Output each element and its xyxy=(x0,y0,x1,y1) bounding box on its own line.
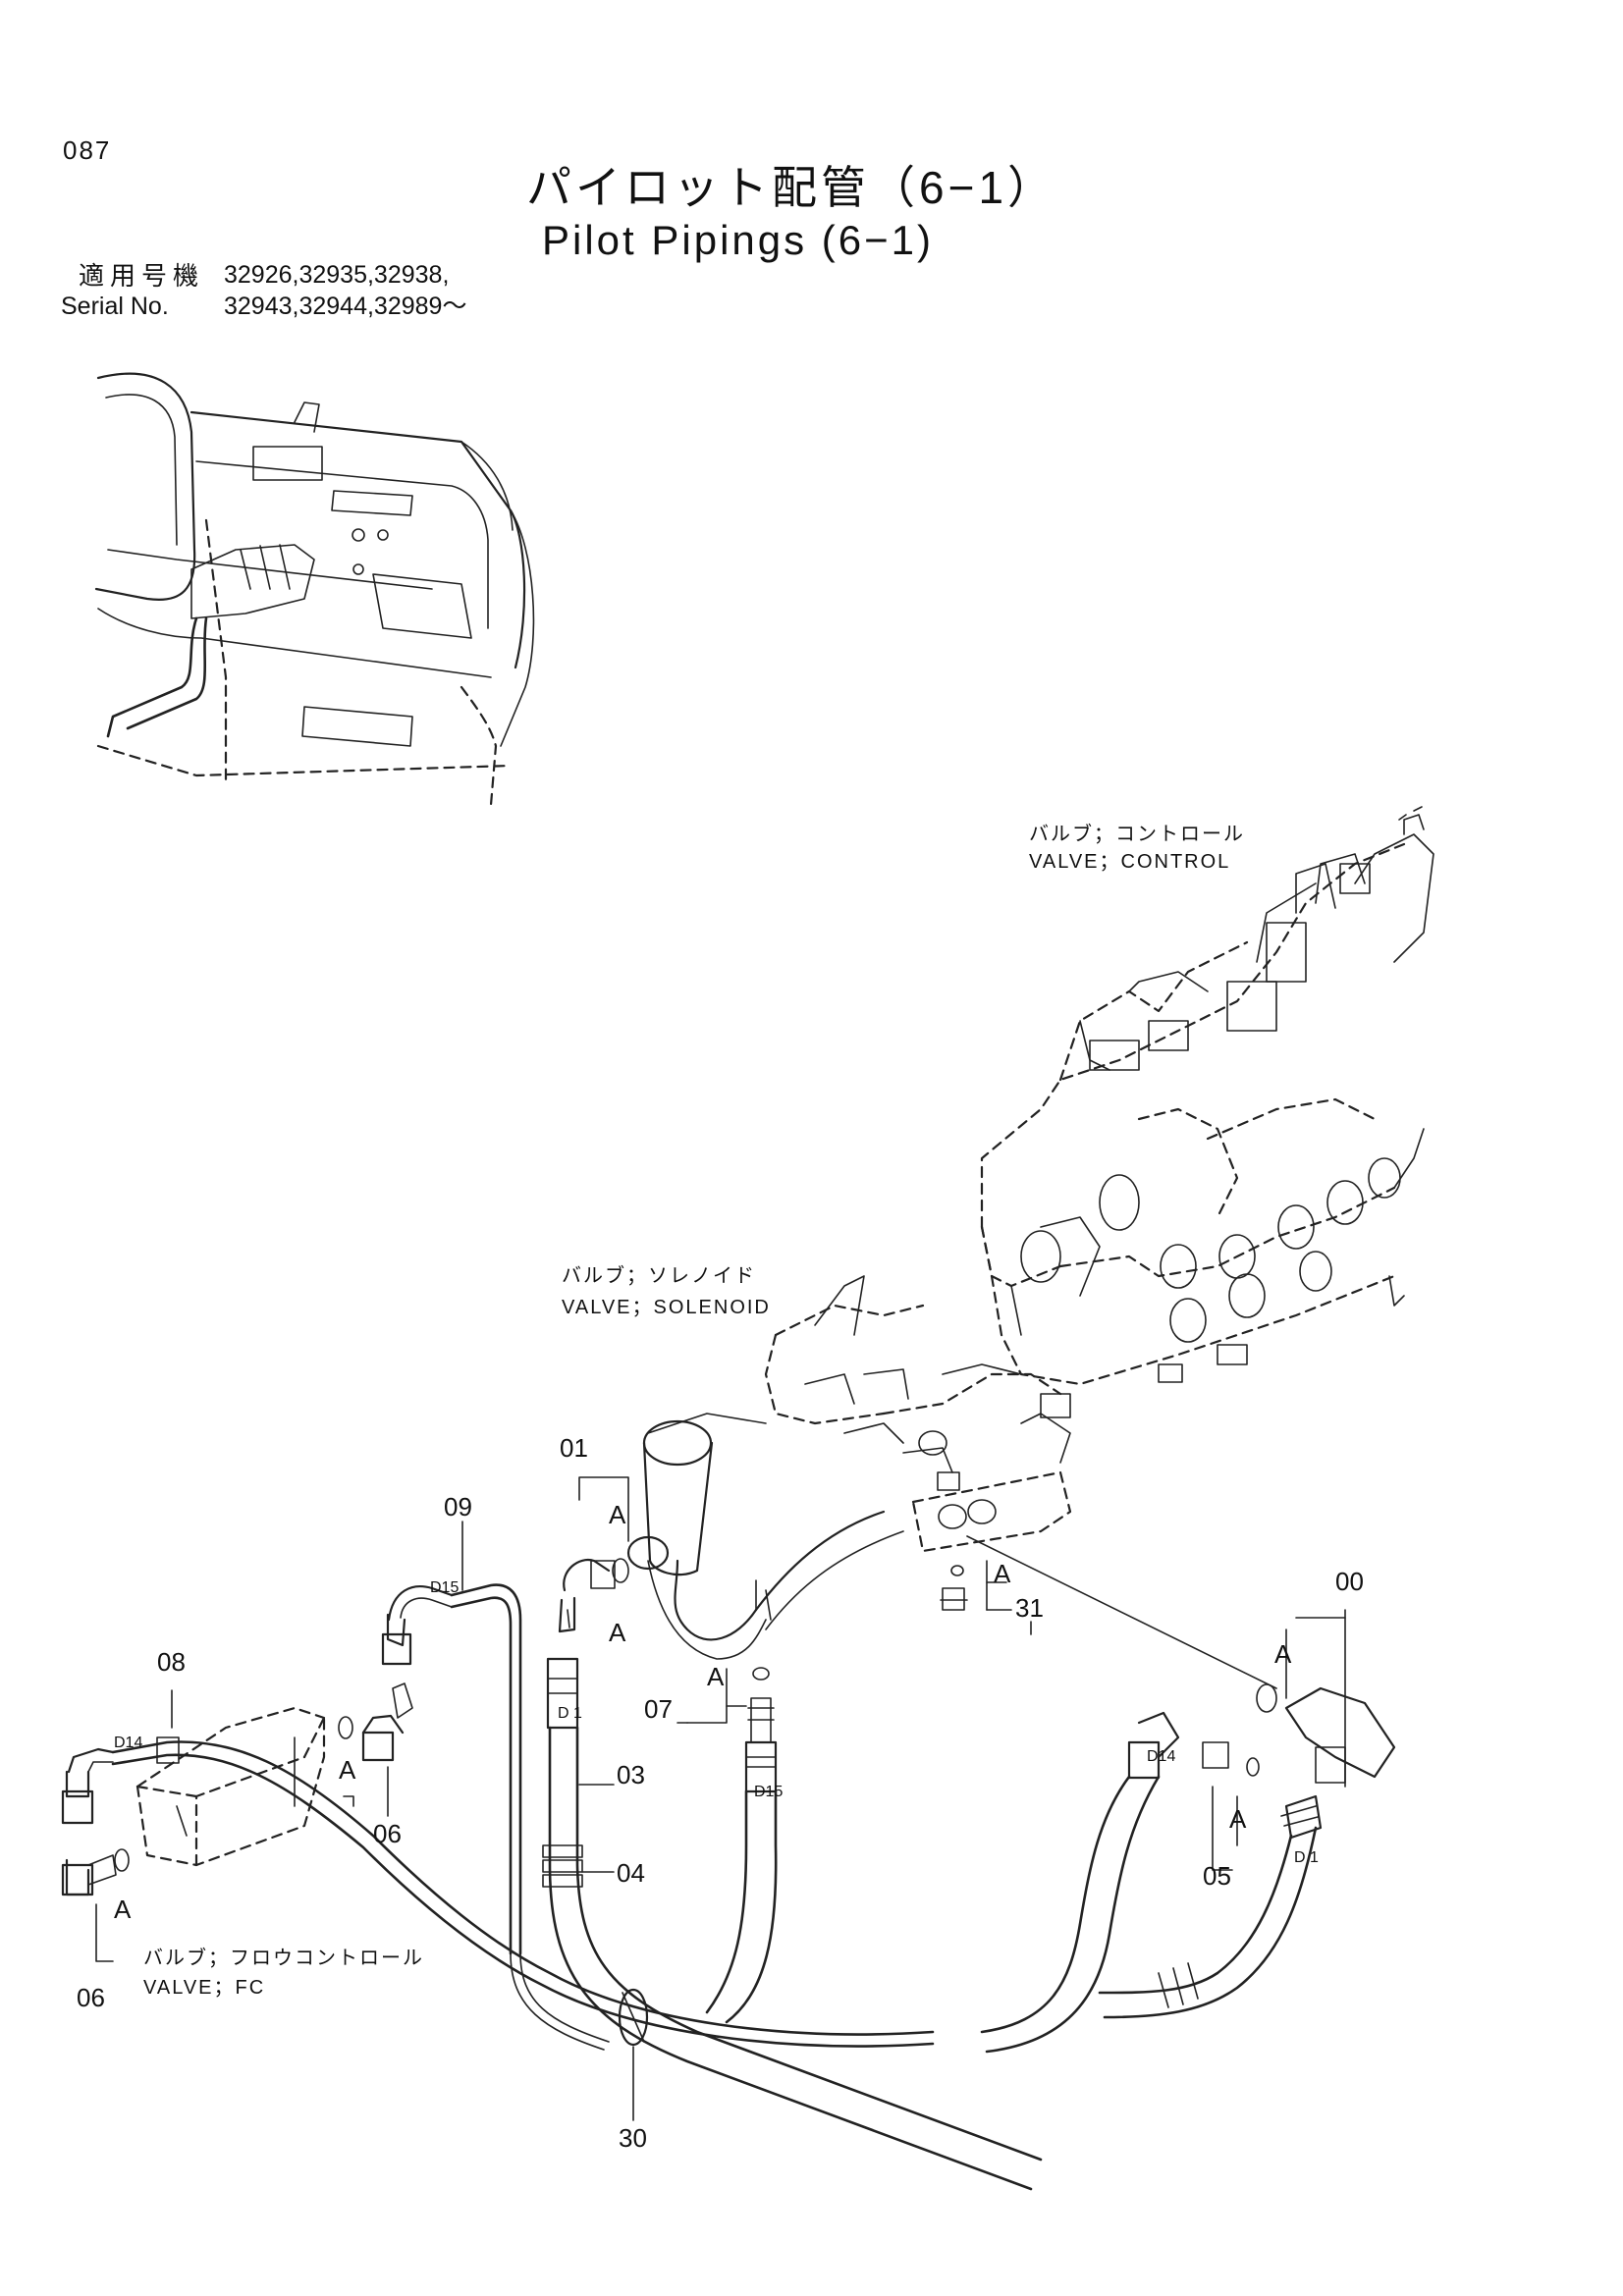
part-number-04: 04 xyxy=(617,1858,645,1888)
serial-numbers-line-2: 32943,32944,32989～ xyxy=(224,293,467,320)
control-valve-label-english: VALVE；CONTROL xyxy=(1029,851,1231,873)
callout-a-00: A xyxy=(1274,1639,1292,1669)
part-number-30: 30 xyxy=(619,2123,647,2153)
hose-tag-d15-mid: D15 xyxy=(754,1784,784,1800)
part-number-31: 31 xyxy=(1015,1593,1044,1623)
callout-a-01: A xyxy=(609,1500,626,1529)
hose-assembly-drawing xyxy=(61,1535,1396,2191)
part-number-05: 05 xyxy=(1203,1861,1231,1891)
callout-a-05: A xyxy=(1229,1804,1247,1834)
machine-overview-drawing xyxy=(94,372,535,807)
control-valve-drawing xyxy=(980,806,1434,1386)
hose-tag-d15-top: D15 xyxy=(430,1579,460,1596)
solenoid-valve-label-english: VALVE；SOLENOID xyxy=(562,1297,771,1318)
hose-tag-d14-right: D14 xyxy=(1147,1748,1176,1765)
callout-a-06-upper: A xyxy=(339,1755,356,1785)
hose-tag-d1-right: D 1 xyxy=(1294,1849,1319,1866)
callout-a-07: A xyxy=(707,1662,725,1691)
part-number-09: 09 xyxy=(444,1492,472,1522)
part-number-06-upper: 06 xyxy=(373,1819,402,1848)
page-number: 087 xyxy=(63,135,112,165)
callout-a-06-lower: A xyxy=(114,1895,132,1924)
fc-valve-label-english: VALVE；FC xyxy=(143,1977,266,1999)
control-valve-label-japanese: バルブ；コントロール xyxy=(1029,824,1245,845)
part-number-06-lower: 06 xyxy=(77,1983,105,2012)
serial-numbers-line-1: 32926,32935,32938, xyxy=(224,261,450,289)
fc-valve-label-japanese: バルブ；フロウコントロール xyxy=(143,1948,424,1969)
hose-tag-d14-left: D14 xyxy=(114,1735,143,1751)
callout-a-31: A xyxy=(994,1559,1011,1588)
solenoid-valve-label-japanese: バルブ；ソレノイド xyxy=(562,1265,756,1287)
serial-label-japanese: 適用号機 xyxy=(79,261,205,291)
serial-label-english: Serial No. xyxy=(61,293,169,320)
fc-valve-drawing xyxy=(135,1706,326,1867)
hose-tag-d1-center: D 1 xyxy=(558,1705,582,1722)
part-number-07: 07 xyxy=(644,1694,673,1724)
callout-a-01-oring: A xyxy=(609,1618,626,1647)
leader-lines xyxy=(95,1476,1346,2121)
page-title-japanese: パイロット配管（6−1） xyxy=(526,162,1057,213)
part-number-01: 01 xyxy=(560,1433,588,1463)
part-number-08: 08 xyxy=(157,1647,186,1677)
part-number-03: 03 xyxy=(617,1760,645,1789)
solenoid-valve-drawing xyxy=(642,1275,1072,1660)
part-number-00: 00 xyxy=(1335,1567,1364,1596)
page-title-english: Pilot Pipings (6−1) xyxy=(542,217,935,263)
